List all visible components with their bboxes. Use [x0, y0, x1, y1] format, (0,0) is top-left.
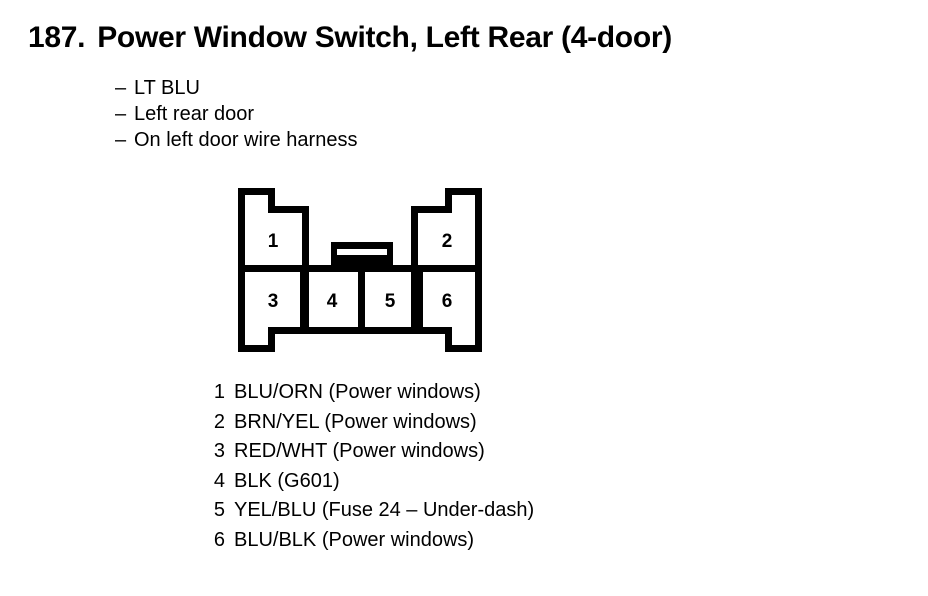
legend-pin-number: 1 — [213, 381, 225, 403]
list-item-label: On left door wire harness — [134, 129, 358, 151]
pin-label-3: 3 — [268, 291, 279, 312]
legend-pin-number: 3 — [213, 440, 225, 462]
legend-row: 5 YEL/BLU (Fuse 24 – Under-dash) — [196, 496, 534, 526]
pin-legend: 1 BLU/ORN (Power windows) 2 BRN/YEL (Pow… — [196, 378, 534, 555]
legend-row: 3 RED/WHT (Power windows) — [196, 437, 534, 467]
legend-row: 4 BLK (G601) — [196, 467, 534, 497]
latch-tab-icon — [331, 242, 393, 269]
connector-diagram: 1 2 3 4 5 6 — [230, 180, 490, 360]
legend-pin-description: YEL/BLU (Fuse 24 – Under-dash) — [234, 499, 535, 521]
pin-label-5: 5 — [385, 291, 396, 312]
item-number: 187. — [28, 21, 86, 54]
connector-outline — [238, 188, 482, 352]
legend-pin-description: RED/WHT (Power windows) — [234, 440, 485, 462]
dash-bullet-icon: – — [115, 129, 127, 151]
legend-pin-number: 4 — [213, 469, 225, 492]
pin-label-1: 1 — [268, 231, 279, 252]
legend-row: 6 BLU/BLK (Power windows) — [196, 526, 534, 556]
dash-bullet-icon: – — [115, 103, 127, 125]
legend-pin-number: 6 — [213, 528, 225, 551]
legend-pin-description: BLU/BLK (Power windows) — [234, 528, 475, 551]
pin-label-4: 4 — [327, 291, 338, 312]
list-item: – LT BLU — [115, 75, 357, 101]
legend-pin-description: BRN/YEL (Power windows) — [234, 410, 477, 433]
pin-label-2: 2 — [442, 231, 453, 252]
attribute-list: – LT BLU – Left rear door – On left door… — [115, 75, 357, 153]
legend-pin-number: 2 — [213, 410, 225, 433]
title-text: Power Window Switch, Left Rear (4-door) — [97, 21, 672, 54]
pin-label-6: 6 — [442, 291, 453, 312]
legend-pin-number: 5 — [213, 499, 225, 521]
dash-bullet-icon: – — [115, 77, 127, 99]
list-item-label: LT BLU — [134, 77, 200, 99]
legend-pin-description: BLK (G601) — [234, 469, 340, 492]
list-item: – On left door wire harness — [115, 127, 357, 153]
legend-pin-description: BLU/ORN (Power windows) — [234, 381, 481, 403]
list-item: – Left rear door — [115, 101, 357, 127]
page-title: 187. Power Window Switch, Left Rear (4-d… — [28, 21, 672, 55]
legend-row: 2 BRN/YEL (Power windows) — [196, 408, 534, 438]
list-item-label: Left rear door — [134, 103, 255, 125]
legend-row: 1 BLU/ORN (Power windows) — [196, 378, 534, 408]
